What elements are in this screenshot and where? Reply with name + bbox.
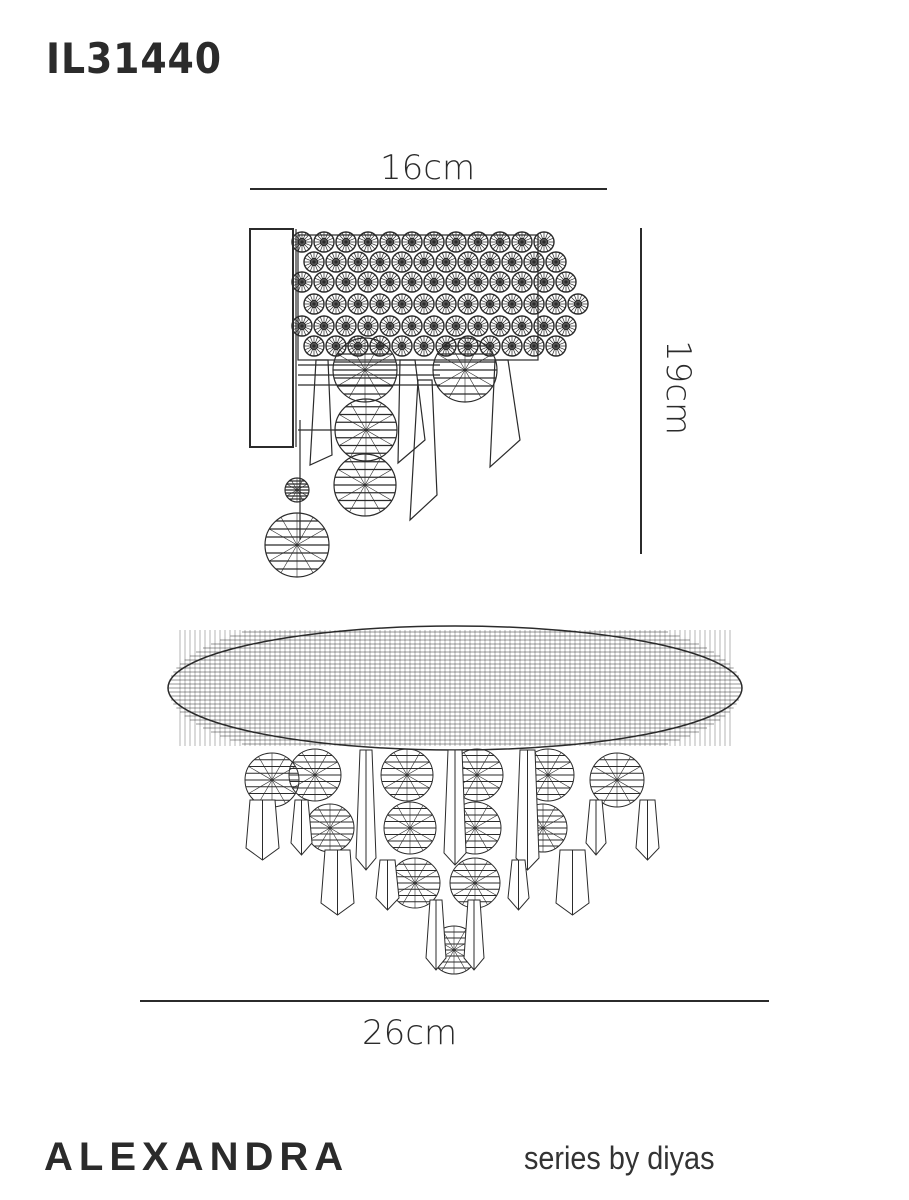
front-view-drawing bbox=[167, 625, 743, 975]
side-width-dimension-line bbox=[250, 188, 607, 190]
front-width-dimension-line bbox=[140, 1000, 769, 1002]
front-width-label: 26cm bbox=[362, 1013, 458, 1053]
side-width-label: 16cm bbox=[380, 148, 476, 188]
side-height-label: 19cm bbox=[658, 340, 698, 436]
product-code: IL31440 bbox=[46, 34, 222, 83]
side-height-dimension-line bbox=[640, 228, 642, 554]
series-name: ALEXANDRA bbox=[44, 1135, 350, 1179]
series-tagline: series by diyas bbox=[524, 1140, 715, 1176]
side-view-drawing bbox=[249, 228, 589, 578]
